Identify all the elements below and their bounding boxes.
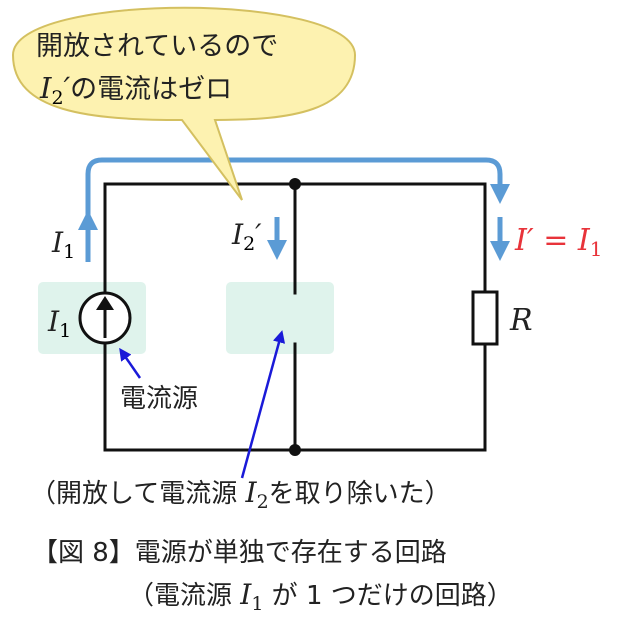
- open-gap-pointer-arrow: [240, 330, 286, 479]
- junction-dot-bottom: [289, 444, 301, 456]
- arrow-up-icon: [96, 296, 114, 310]
- current-source-note: 電流源: [120, 384, 198, 414]
- resistor: [471, 290, 499, 346]
- output-current-equation: I′ = I1: [514, 223, 602, 261]
- figure-caption-line2: （電流源 I1 が 1 つだけの回路）: [128, 578, 513, 615]
- callout-bubble: [11, 6, 357, 201]
- callout-line2: I2′の電流はゼロ: [39, 71, 232, 109]
- current-source-pointer-arrow: [119, 347, 142, 379]
- resistor-label: R: [509, 303, 533, 338]
- open-gap-highlight-box: [226, 282, 334, 354]
- i2-prime-label: I2′: [231, 218, 262, 255]
- source-label: I1: [47, 305, 71, 342]
- junction-dot-top: [289, 178, 301, 190]
- figure-caption-line1: 【図 8】電源が単独で存在する回路: [32, 538, 447, 568]
- open-gap-note: （開放して電流源 I2を取り除いた）: [30, 476, 451, 513]
- loop-flow-arrow: [85, 157, 510, 228]
- current-source-symbol: [78, 291, 132, 345]
- i1-flow-label: I1: [51, 226, 75, 263]
- callout-line1: 開放されているので: [36, 31, 278, 62]
